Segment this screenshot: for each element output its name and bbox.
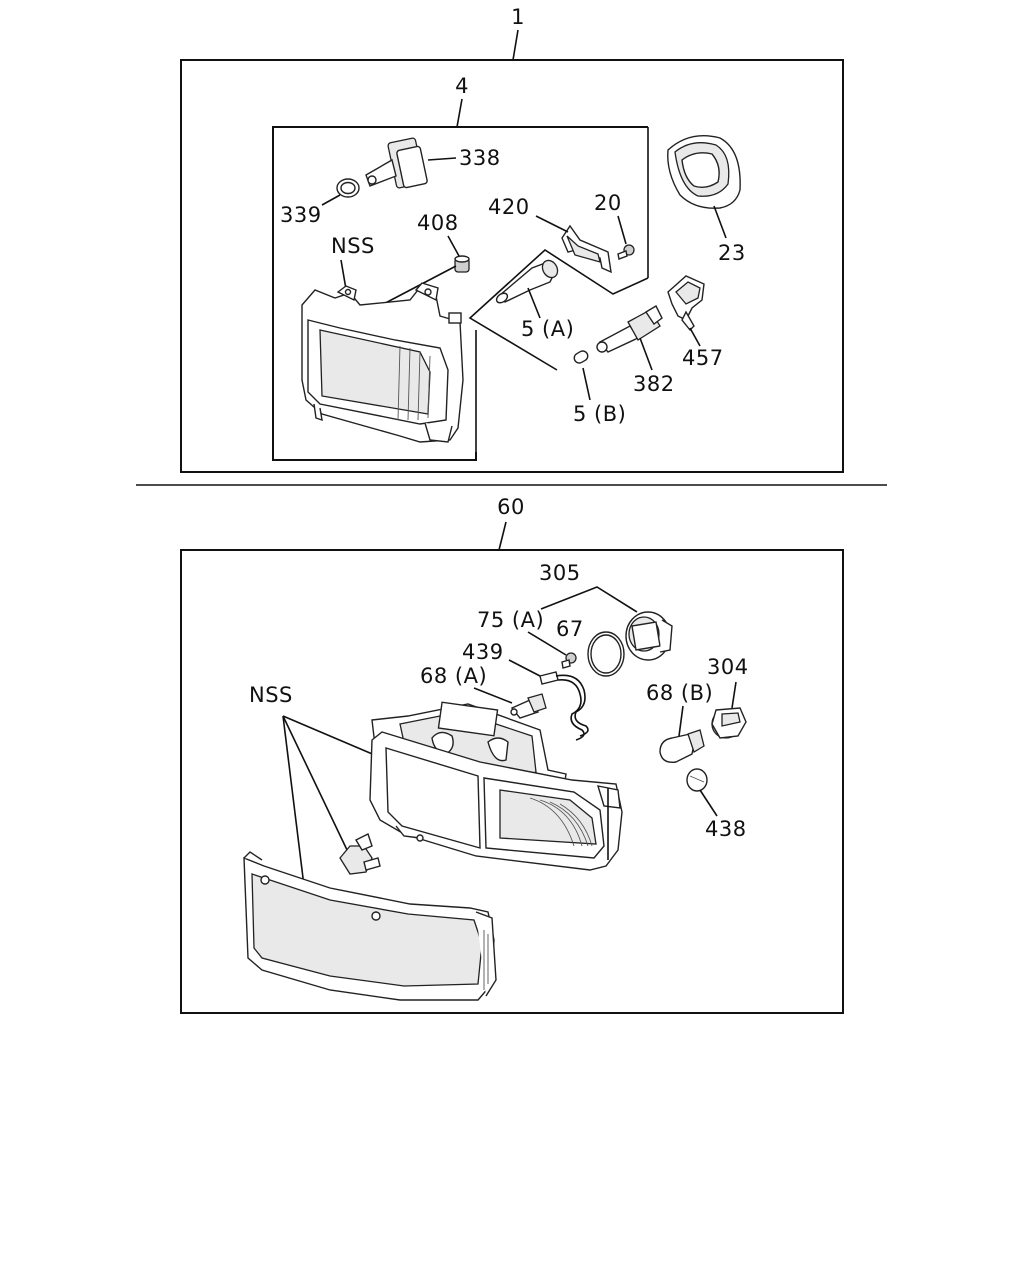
leader-75a xyxy=(527,631,567,656)
callout-5b: 5 (B) xyxy=(573,402,626,426)
leader-20 xyxy=(617,215,627,245)
label-assembly-1: 1 xyxy=(511,5,525,29)
leader-68b xyxy=(678,705,684,737)
assembly-1-frame xyxy=(180,59,844,473)
leader-5b xyxy=(582,367,591,401)
leader-60 xyxy=(498,521,507,551)
leader-304 xyxy=(731,681,737,709)
sub-frame-diagonal xyxy=(468,248,649,371)
leader-4 xyxy=(456,98,463,128)
part-20-screw xyxy=(617,244,635,260)
callout-457: 457 xyxy=(682,346,724,370)
part-68a-bulb xyxy=(510,693,547,719)
mounting-bracket-nss xyxy=(339,833,381,875)
leader-nss-lens xyxy=(282,715,305,887)
sub-assembly-4-frame xyxy=(272,126,648,461)
part-439-harness xyxy=(539,671,589,741)
leader-305 xyxy=(540,586,638,613)
callout-420: 420 xyxy=(488,195,530,219)
part-339-o-ring-inner xyxy=(340,181,356,195)
callout-339: 339 xyxy=(280,203,322,227)
leader-5a xyxy=(527,287,541,319)
leader-439 xyxy=(508,659,541,677)
part-67-o-ring xyxy=(587,631,625,677)
callout-408: 408 xyxy=(417,211,459,235)
callout-67: 67 xyxy=(556,617,584,641)
sub-assembly-4: 4 338 339 xyxy=(272,74,649,461)
part-420-bracket xyxy=(561,224,612,274)
headlamp-assembly-4 xyxy=(301,282,464,443)
callout-nss-bottom: NSS xyxy=(249,683,293,707)
part-305-cap xyxy=(625,611,673,661)
part-457-socket xyxy=(667,275,705,332)
callout-68b: 68 (B) xyxy=(646,681,713,705)
label-assembly-60: 60 xyxy=(497,495,525,519)
callout-23: 23 xyxy=(718,241,746,265)
part-304-socket xyxy=(711,707,747,739)
callout-nss-top: NSS xyxy=(331,234,375,258)
lamp-lens-panel xyxy=(243,851,497,1001)
callout-438: 438 xyxy=(705,817,747,841)
part-338-connector xyxy=(365,137,428,189)
part-68b-bulb xyxy=(659,729,705,763)
combination-lamp-housing xyxy=(369,701,623,871)
part-438-bulb xyxy=(686,768,708,792)
leader-438 xyxy=(699,789,718,817)
callout-382: 382 xyxy=(633,372,675,396)
leader-457 xyxy=(689,327,701,347)
callout-68a: 68 (A) xyxy=(420,664,487,688)
leader-1 xyxy=(512,29,519,61)
bottom-assembly: 60 305 67 75 (A) xyxy=(180,495,844,1014)
part-408-cap xyxy=(454,255,470,273)
callout-75a: 75 (A) xyxy=(477,608,544,632)
part-23-ring xyxy=(667,135,741,209)
leader-408 xyxy=(447,235,460,257)
assembly-60-frame xyxy=(180,549,844,1014)
leader-382 xyxy=(639,337,653,371)
part-5a-bulb xyxy=(495,259,559,304)
part-75a-screw xyxy=(561,652,577,669)
top-assembly: 1 4 338 339 xyxy=(180,5,844,473)
label-sub-assembly-4: 4 xyxy=(455,74,469,98)
leader-339 xyxy=(321,194,341,206)
leader-nss-bracket xyxy=(282,715,349,853)
leader-23 xyxy=(713,205,727,239)
callout-439: 439 xyxy=(462,640,504,664)
callout-304: 304 xyxy=(707,655,749,679)
callout-338: 338 xyxy=(459,146,501,170)
leader-420 xyxy=(535,215,569,233)
leader-nss-housing xyxy=(282,715,378,757)
callout-5a: 5 (A) xyxy=(521,317,574,341)
callout-305: 305 xyxy=(539,561,581,585)
part-382-bulb xyxy=(596,305,663,353)
leader-68a xyxy=(473,687,513,704)
leader-338 xyxy=(427,157,457,161)
callout-20: 20 xyxy=(594,191,622,215)
part-5b-bulb xyxy=(573,350,589,364)
